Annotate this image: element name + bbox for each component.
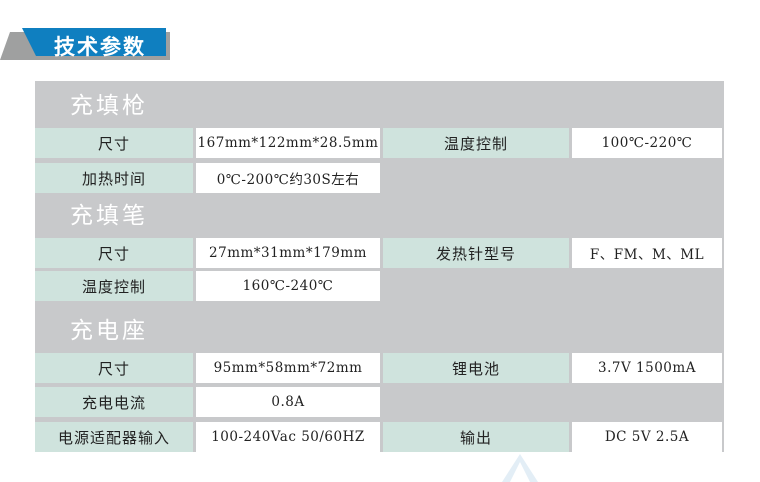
adapter-output-label: 输出	[383, 422, 569, 452]
pen-size-label: 尺寸	[35, 238, 193, 268]
pen-needle-label: 发热针型号	[383, 238, 569, 268]
dock-size-label: 尺寸	[35, 353, 193, 383]
gun-temp-label: 温度控制	[383, 128, 569, 158]
section-title-gun: 充填枪	[70, 93, 148, 119]
gun-size-value: 167mm*122mm*28.5mm	[196, 128, 380, 158]
adapter-input-label: 电源适配器输入	[35, 422, 193, 452]
gun-temp-value: 100℃-220℃	[572, 128, 722, 158]
decorative-swoosh	[502, 454, 538, 482]
section-title-dock: 充电座	[70, 318, 148, 344]
dock-size-value: 95mm*58mm*72mm	[196, 353, 380, 383]
pen-needle-value: F、FM、M、ML	[572, 238, 722, 268]
dock-battery-label: 锂电池	[383, 353, 569, 383]
gun-heat-time-value: 0℃-200℃约30S左右	[196, 163, 380, 193]
section-header: 技术参数	[0, 28, 170, 60]
pen-size-value: 27mm*31mm*179mm	[196, 238, 380, 268]
pen-temp-label: 温度控制	[35, 271, 193, 301]
page-title: 技术参数	[54, 35, 146, 59]
gun-heat-time-label: 加热时间	[35, 163, 193, 193]
adapter-input-value: 100-240Vac 50/60HZ	[196, 422, 380, 452]
pen-temp-value: 160℃-240℃	[196, 271, 380, 301]
dock-current-value: 0.8A	[196, 387, 380, 417]
gun-size-label: 尺寸	[35, 128, 193, 158]
dock-current-label: 充电电流	[35, 387, 193, 417]
section-title-pen: 充填笔	[70, 203, 148, 229]
adapter-output-value: DC 5V 2.5A	[572, 422, 722, 452]
header-banner	[0, 28, 170, 60]
dock-battery-value: 3.7V 1500mA	[572, 353, 722, 383]
